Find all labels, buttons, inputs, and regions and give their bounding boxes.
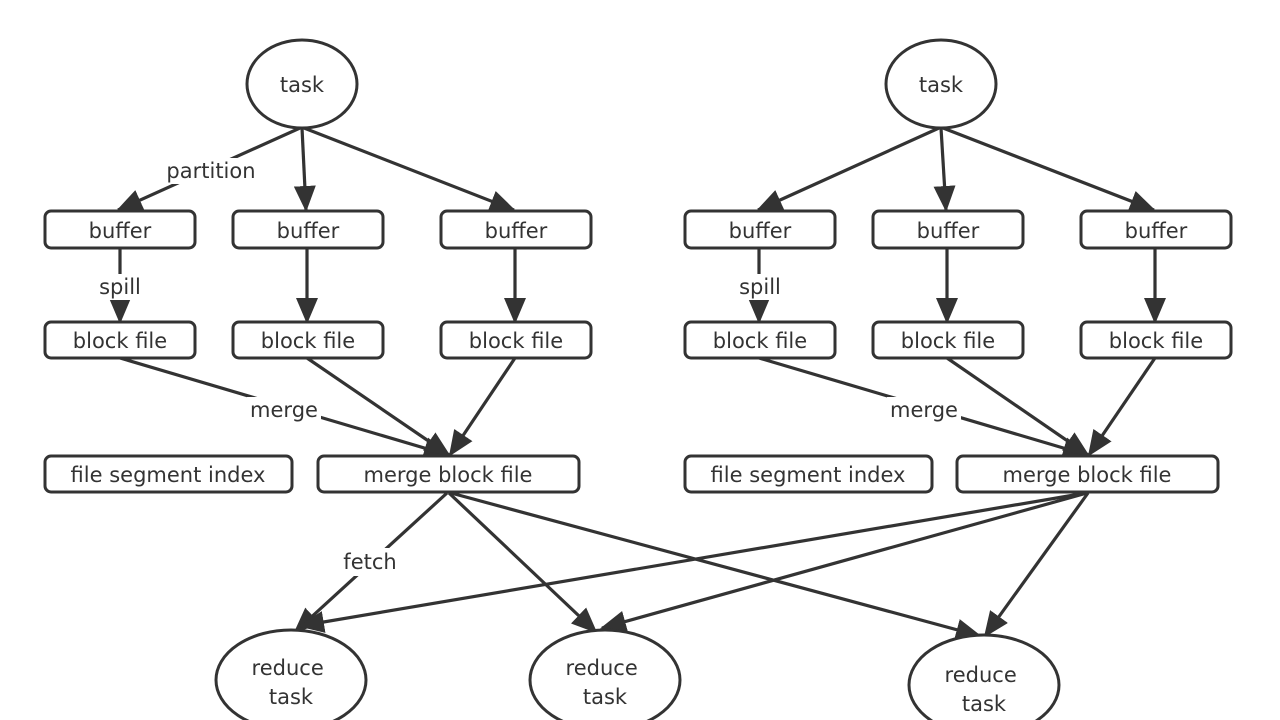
buffer-node-r3: buffer xyxy=(1079,209,1233,250)
block-file-node-l2-label: block file xyxy=(261,329,355,353)
partition-label: partition xyxy=(166,159,255,183)
file-segment-index-node-left: file segment index xyxy=(43,454,294,494)
reduce-task-node-3-line2: task xyxy=(962,692,1007,716)
buffer-node-r2-label: buffer xyxy=(917,219,980,243)
buffer-node-r1: buffer xyxy=(683,209,837,250)
buffer-node-r3-label: buffer xyxy=(1125,219,1188,243)
block-file-node-l2: block file xyxy=(231,320,385,360)
file-segment-index-node-left-label: file segment index xyxy=(71,463,266,487)
block-file-node-r3: block file xyxy=(1079,320,1233,360)
reduce-task-node-2: reduce task xyxy=(528,628,682,720)
reduce-task-node-1-line2: task xyxy=(269,685,314,709)
block-file-node-r3-label: block file xyxy=(1109,329,1203,353)
buffer-node-l1-label: buffer xyxy=(89,219,152,243)
reduce-task-node-3-line1: reduce xyxy=(945,663,1017,687)
reduce-task-node-2-label: reduce task xyxy=(566,656,645,709)
reduce-task-node-3: reduce task xyxy=(907,633,1061,720)
reduce-task-node-2-line2: task xyxy=(583,685,628,709)
buffer-node-r2: buffer xyxy=(871,209,1025,250)
file-segment-index-node-right: file segment index xyxy=(683,454,934,494)
buffer-node-l2: buffer xyxy=(231,209,385,250)
reduce-task-node-2-line1: reduce xyxy=(566,656,638,680)
merge-block-file-node-right: merge block file xyxy=(955,454,1220,494)
block-file-node-l1: block file xyxy=(43,320,197,360)
edge-block-l3-to-merge-left xyxy=(448,357,517,457)
edge-task-right-to-buffer-r3 xyxy=(942,126,1156,212)
block-file-node-r1: block file xyxy=(683,320,837,360)
block-file-node-r1-label: block file xyxy=(713,329,807,353)
edge-task-right-to-buffer-r1 xyxy=(756,126,940,212)
buffer-node-l2-label: buffer xyxy=(277,219,340,243)
edge-block-r2-to-merge-right xyxy=(946,356,1090,457)
edge-task-right-to-buffer-r2 xyxy=(933,127,956,212)
block-file-node-r2-label: block file xyxy=(901,329,995,353)
edge-task-left-to-buffer-l3 xyxy=(303,126,516,212)
merge-block-file-node-left-label: merge block file xyxy=(364,463,533,487)
block-file-node-r2: block file xyxy=(871,320,1025,360)
merge-label-right: merge xyxy=(890,398,958,422)
merge-label-left: merge xyxy=(250,398,318,422)
edge-block-r3-to-merge-right xyxy=(1087,357,1157,457)
block-file-node-l3: block file xyxy=(439,320,593,360)
block-file-node-l3-label: block file xyxy=(469,329,563,353)
reduce-task-node-1-line1: reduce xyxy=(252,656,324,680)
edge-merge-right-to-reduce-1 xyxy=(298,491,1087,633)
edge-merge-left-to-reduce-2 xyxy=(447,491,598,634)
spill-label-right: spill xyxy=(739,275,781,299)
merge-block-file-node-right-label: merge block file xyxy=(1003,463,1172,487)
fetch-label: fetch xyxy=(343,550,396,574)
reduce-task-node-1: reduce task xyxy=(214,628,368,720)
nodes: task task buffer buffer buffer buffer bu… xyxy=(43,38,1233,720)
file-segment-index-node-right-label: file segment index xyxy=(711,463,906,487)
reduce-task-node-3-label: reduce task xyxy=(945,663,1024,716)
merge-block-file-node-left: merge block file xyxy=(316,454,581,494)
buffer-node-l1: buffer xyxy=(43,209,197,250)
edge-merge-right-to-reduce-3 xyxy=(983,492,1090,638)
edge-merge-left-to-reduce-3 xyxy=(450,491,982,641)
task-node-left-label: task xyxy=(280,73,325,97)
edge-task-left-to-buffer-l2 xyxy=(293,127,316,212)
edge-labels: partition spill spill merge merge fetch xyxy=(97,158,961,576)
edge-block-l2-to-merge-left xyxy=(306,356,451,457)
buffer-node-l3-label: buffer xyxy=(485,219,548,243)
reduce-task-node-1-label: reduce task xyxy=(252,656,331,709)
task-node-left: task xyxy=(245,38,359,130)
spill-label-left: spill xyxy=(99,275,141,299)
task-node-right-label: task xyxy=(919,73,964,97)
block-file-node-l1-label: block file xyxy=(73,329,167,353)
task-node-right: task xyxy=(884,38,998,130)
edges xyxy=(109,126,1166,641)
edge-merge-right-to-reduce-2 xyxy=(600,491,1088,633)
buffer-node-r1-label: buffer xyxy=(729,219,792,243)
buffer-node-l3: buffer xyxy=(439,209,593,250)
